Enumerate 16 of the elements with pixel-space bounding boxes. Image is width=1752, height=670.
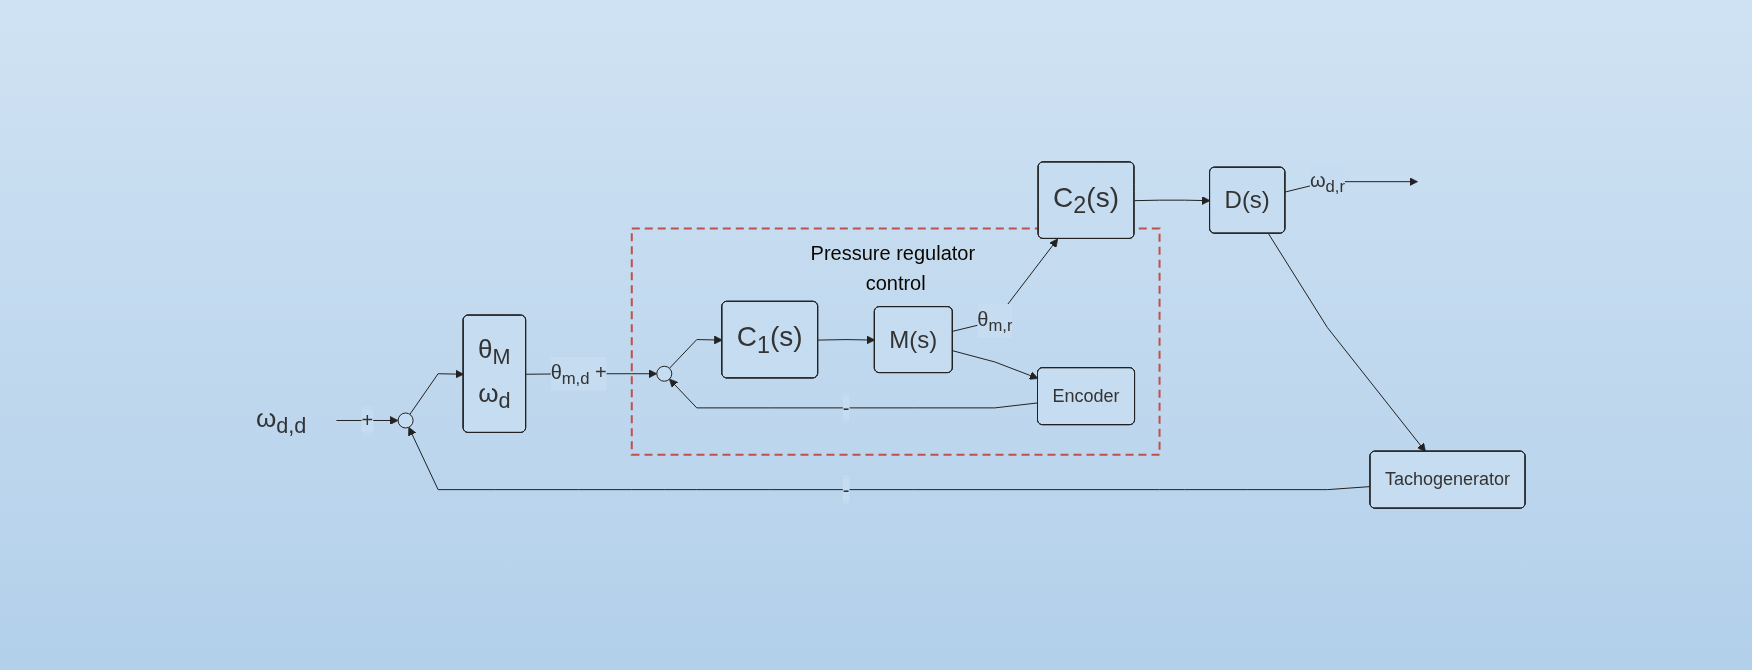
- arrow: [669, 378, 1039, 409]
- node-text: ω$_{d,d}$: [256, 402, 307, 438]
- edge-label: -: [843, 396, 850, 419]
- arrow: [409, 369, 465, 415]
- edge-label: θ$_{m,d}$ +: [551, 360, 608, 388]
- arrow: [1268, 233, 1427, 453]
- edge-label: θ$_{m,r}$: [977, 308, 1013, 336]
- arrow: [952, 350, 1039, 380]
- node-circle: [398, 412, 415, 429]
- edge-label: ω$_{d,r}$: [1310, 168, 1346, 196]
- arrow: [818, 335, 876, 345]
- arrow: [408, 426, 1372, 491]
- arrow: [1134, 196, 1211, 205]
- node-circle: [656, 365, 673, 382]
- edge-label: -: [843, 478, 850, 501]
- edge-label: +: [361, 409, 374, 432]
